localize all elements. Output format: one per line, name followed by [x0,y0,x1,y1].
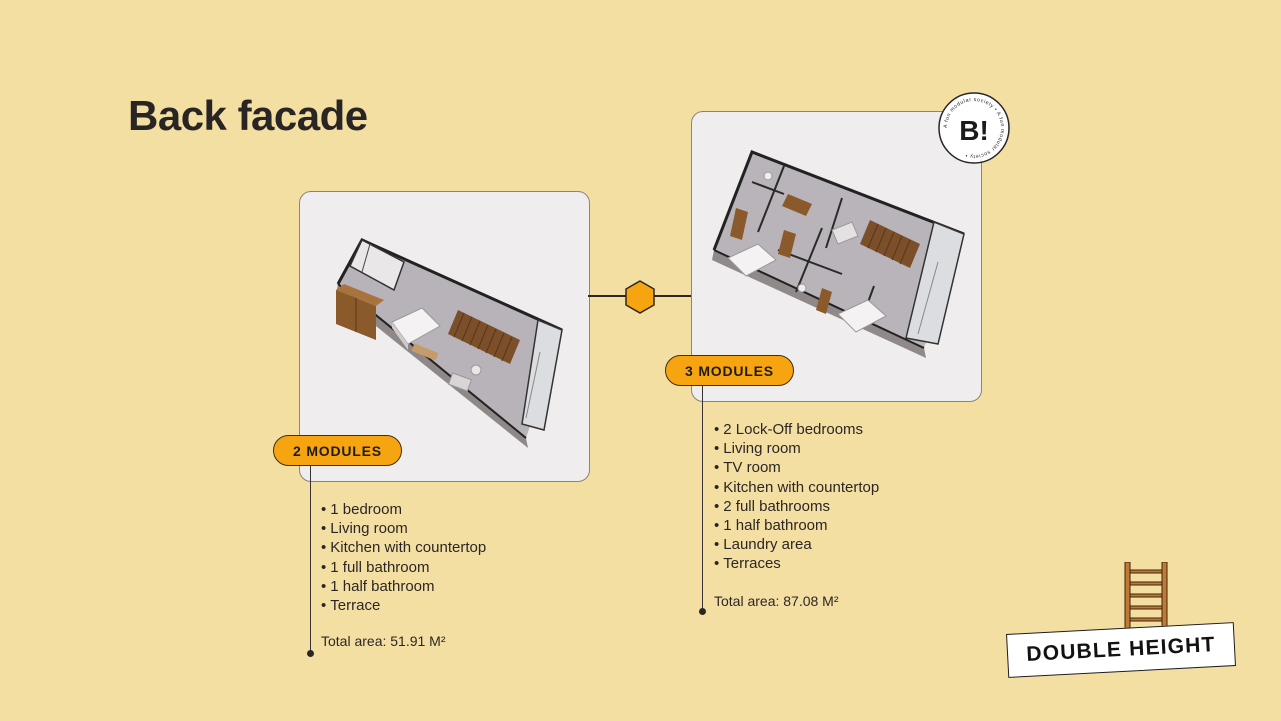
feature-item: Living room [321,519,486,538]
feature-item: 1 half bathroom [714,516,879,535]
features-list-3-modules: 2 Lock-Off bedrooms Living room TV room … [714,420,879,574]
feature-item: 1 bedroom [321,500,486,519]
feature-item: Kitchen with countertop [321,538,486,557]
feature-item: Living room [714,439,879,458]
logo-letter: B! [959,115,989,146]
page-title: Back facade [128,92,368,139]
floorplan-render-3-modules [712,150,965,358]
feature-item: 2 Lock-Off bedrooms [714,420,879,439]
modules-badge: 3 MODULES [665,355,794,386]
feature-item: 2 full bathrooms [714,497,879,516]
total-area: Total area: 51.91 M² [321,633,446,649]
feature-item: 1 full bathroom [321,558,486,577]
brand-logo: A fun modular society • A fun modular so… [938,92,1010,164]
feature-item: 1 half bathroom [321,577,486,596]
feature-item: Kitchen with countertop [714,478,879,497]
timeline-line [702,386,703,612]
timeline-line [310,466,311,654]
feature-item: Terrace [321,596,486,615]
timeline-dot [699,608,706,615]
floorplan-render-2-modules [336,238,563,448]
feature-item: Laundry area [714,535,879,554]
modules-badge: 2 MODULES [273,435,402,466]
timeline-dot [307,650,314,657]
double-height-stamp: DOUBLE HEIGHT [1006,622,1236,678]
features-list-2-modules: 1 bedroom Living room Kitchen with count… [321,500,486,615]
feature-item: TV room [714,458,879,477]
feature-item: Terraces [714,554,879,573]
floorplan-card-3-modules [691,111,982,402]
total-area: Total area: 87.08 M² [714,593,839,609]
floorplan-card-2-modules [299,191,590,482]
hexagon-icon [625,280,655,314]
